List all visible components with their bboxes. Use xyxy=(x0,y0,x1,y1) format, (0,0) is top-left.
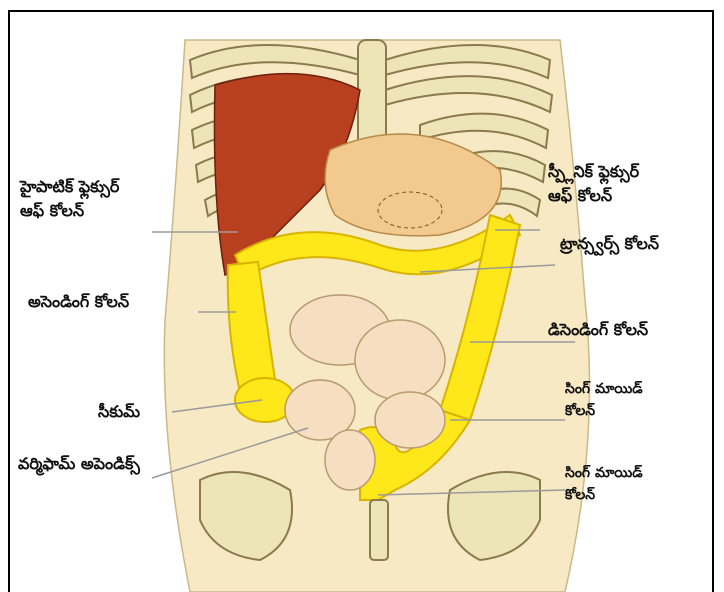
label-descending-colon: డిసెండింగ్ కోలన్ xyxy=(548,318,648,342)
label-sigmoid-lower-line2: కోలన్ xyxy=(565,484,705,506)
label-sigmoid-colon-upper: సింగ్ మాయిడ్ కోలన్ xyxy=(565,378,705,422)
label-sigmoid-lower-line1: సింగ్ మాయిడ్ xyxy=(565,462,705,484)
label-hepatic-flexure-line2: ఆఫ్ కోలన్ xyxy=(20,199,210,223)
label-hepatic-flexure: హైపాటిక్ ఫ్లెక్సుర్ ఆఫ్ కోలన్ xyxy=(20,175,210,223)
label-sigmoid-colon-lower: సింగ్ మాయిడ్ కోలన్ xyxy=(565,462,705,506)
label-cecum: సీకుమ్ xyxy=(98,400,140,424)
label-sigmoid-upper-line2: కోలన్ xyxy=(565,400,705,422)
label-sigmoid-upper-line1: సింగ్ మాయిడ్ xyxy=(565,378,705,400)
label-splenic-flexure-line1: స్ప్లీనిక్ ఫ్లెక్సుర్ xyxy=(548,160,718,184)
label-ascending-colon: అసెండింగ్ కోలన్ xyxy=(28,290,129,314)
label-vermiform-appendix: వర్మిఫామ్ అపెండిక్స్ xyxy=(18,452,140,476)
label-splenic-flexure: స్ప్లీనిక్ ఫ్లెక్సుర్ ఆఫ్ కోలన్ xyxy=(548,160,718,208)
label-hepatic-flexure-line1: హైపాటిక్ ఫ్లెక్సుర్ xyxy=(20,175,210,199)
label-splenic-flexure-line2: ఆఫ్ కోలన్ xyxy=(548,184,718,208)
label-transverse-colon: ట్రాన్స్వర్స్ కోలన్ xyxy=(560,232,659,256)
sternum xyxy=(358,40,386,150)
